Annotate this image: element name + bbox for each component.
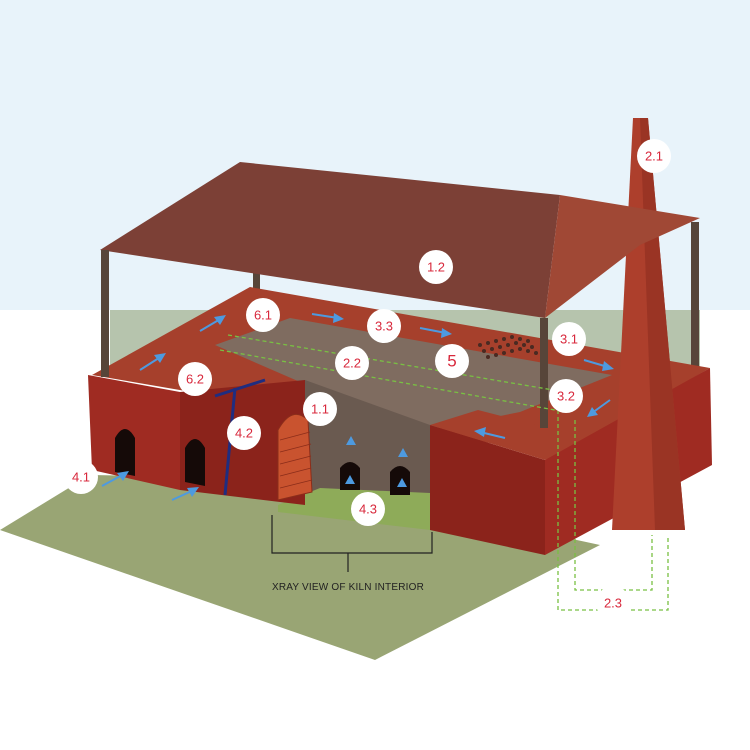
- label-5-text: 5: [447, 352, 456, 371]
- label-6-1: 6.1: [246, 298, 280, 332]
- label-4-1: 4.1: [64, 460, 98, 494]
- label-3-1: 3.1: [552, 322, 586, 356]
- label-2-1: 2.1: [637, 139, 671, 173]
- label-6-1-text: 6.1: [254, 308, 272, 323]
- label-2-3-text: 2.3: [604, 596, 622, 611]
- post-front-mid: [540, 318, 548, 428]
- label-2-2: 2.2: [335, 346, 369, 380]
- label-1-1: 1.1: [303, 392, 337, 426]
- label-4-3-text: 4.3: [359, 502, 377, 517]
- xray-caption: XRAY VIEW OF KILN INTERIOR: [272, 582, 424, 593]
- label-1-2-text: 1.2: [427, 260, 445, 275]
- vent-holes: [478, 335, 538, 359]
- flow-arrows: [101, 313, 614, 501]
- kiln-front-wall-left: [88, 375, 180, 490]
- label-5: 5: [435, 344, 469, 378]
- blue-flue-pipe-top: [214, 378, 266, 398]
- label-2-1-text: 2.1: [645, 149, 663, 164]
- label-4-1-text: 4.1: [72, 470, 90, 485]
- xray-bracket: [271, 515, 433, 572]
- label-3-1-text: 3.1: [560, 332, 578, 347]
- kiln-right-top: [430, 410, 595, 460]
- arch-door-2: [185, 439, 205, 486]
- roof-right-slope: [545, 195, 700, 318]
- label-1-2: 1.2: [419, 250, 453, 284]
- brick-stack-lines: [279, 431, 313, 489]
- label-1-1-text: 1.1: [311, 402, 329, 417]
- label-2-3: 2.3: [596, 586, 630, 620]
- arch-door-1: [115, 429, 135, 476]
- label-3-2: 3.2: [549, 379, 583, 413]
- kiln-right-front: [430, 425, 545, 555]
- label-3-2-text: 3.2: [557, 389, 575, 404]
- post-back-right: [691, 222, 699, 372]
- label-3-3: 3.3: [367, 309, 401, 343]
- label-3-3-text: 3.3: [375, 319, 393, 334]
- label-4-2: 4.2: [227, 416, 261, 450]
- label-4-2-text: 4.2: [235, 426, 253, 441]
- label-2-2-text: 2.2: [343, 356, 361, 371]
- label-6-2: 6.2: [178, 362, 212, 396]
- label-4-3: 4.3: [351, 492, 385, 526]
- interior-arch-2: [390, 466, 410, 495]
- label-6-2-text: 6.2: [186, 372, 204, 387]
- post-front-left: [101, 250, 109, 377]
